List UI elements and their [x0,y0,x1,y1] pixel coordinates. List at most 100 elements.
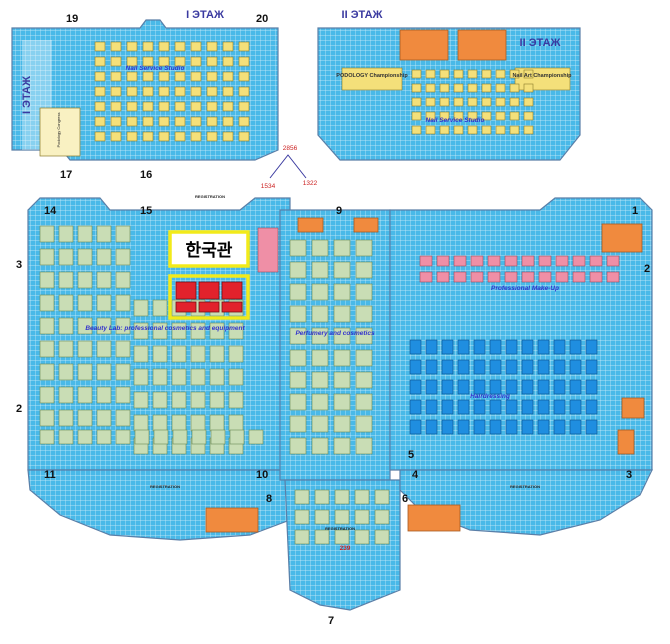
booth-blue[interactable] [425,339,438,355]
booth-yellow[interactable] [190,101,202,112]
booth-pink[interactable] [436,271,450,283]
booth-green[interactable] [152,299,168,317]
booth-blue[interactable] [441,419,454,435]
booth-blue[interactable] [537,419,550,435]
booth-yellow[interactable] [126,131,138,142]
booth-pink[interactable] [589,271,603,283]
booth-green[interactable] [39,317,55,335]
booth-yellow[interactable] [222,101,234,112]
booth-green[interactable] [355,415,373,433]
booth-yellow[interactable] [495,97,506,107]
booth-green[interactable] [133,345,149,363]
booth-pink[interactable] [555,255,569,267]
booth-yellow[interactable] [467,125,478,135]
booth-blue[interactable] [489,379,502,395]
booth-yellow[interactable] [142,41,154,52]
booth-pink[interactable] [436,255,450,267]
booth-yellow[interactable] [142,71,154,82]
booth-green[interactable] [152,322,168,340]
booth-yellow[interactable] [190,86,202,97]
booth-green[interactable] [96,363,112,381]
block-right-mid[interactable] [621,397,645,419]
booth-green[interactable] [354,529,370,545]
booth-blue[interactable] [553,419,566,435]
booth-yellow[interactable] [110,56,122,67]
booth-green[interactable] [355,261,373,279]
booth-yellow[interactable] [206,101,218,112]
booth-green[interactable] [77,271,93,289]
booth-green[interactable] [294,509,310,525]
outdoor-block-left[interactable] [205,507,259,533]
booth-green[interactable] [96,271,112,289]
booth-green[interactable] [311,261,329,279]
booth-blue[interactable] [457,339,470,355]
booth-green[interactable] [172,429,188,445]
booth-yellow[interactable] [174,71,186,82]
booth-yellow[interactable] [158,56,170,67]
booth-yellow[interactable] [206,131,218,142]
booth-green[interactable] [77,317,93,335]
booth-yellow[interactable] [126,116,138,127]
booth-pink[interactable] [504,255,518,267]
booth-green[interactable] [209,368,225,386]
booth-green[interactable] [333,283,351,301]
booth-blue[interactable] [409,339,422,355]
booth-green[interactable] [133,368,149,386]
booth-yellow[interactable] [425,97,436,107]
booth-green[interactable] [354,489,370,505]
booth-green[interactable] [355,393,373,411]
booth-yellow[interactable] [94,41,106,52]
booth-yellow[interactable] [425,125,436,135]
booth-yellow[interactable] [439,111,450,121]
booth-green[interactable] [77,340,93,358]
booth-pink[interactable] [606,271,620,283]
booth-yellow[interactable] [174,101,186,112]
booth-yellow[interactable] [238,131,250,142]
booth-green[interactable] [39,294,55,312]
booth-yellow[interactable] [126,41,138,52]
booth-green[interactable] [39,271,55,289]
booth-yellow[interactable] [222,116,234,127]
booth-green[interactable] [333,437,351,455]
booth-green[interactable] [171,368,187,386]
booth-green[interactable] [354,509,370,525]
booth-yellow[interactable] [523,125,534,135]
booth-green[interactable] [228,322,244,340]
booth-green[interactable] [96,317,112,335]
booth-blue[interactable] [473,399,486,415]
booth-green[interactable] [134,429,150,445]
booth-pink[interactable] [589,255,603,267]
booth-yellow[interactable] [126,101,138,112]
booth-green[interactable] [209,322,225,340]
korea-booth-5[interactable] [198,301,220,313]
booth-green[interactable] [152,391,168,409]
booth-pink[interactable] [555,271,569,283]
booth-yellow[interactable] [142,131,154,142]
booth-green[interactable] [355,349,373,367]
booth-blue[interactable] [505,339,518,355]
booth-yellow[interactable] [94,86,106,97]
booth-yellow[interactable] [110,131,122,142]
booth-blue[interactable] [489,419,502,435]
booth-blue[interactable] [521,399,534,415]
booth-green[interactable] [355,437,373,455]
booth-green[interactable] [77,386,93,404]
booth-green[interactable] [289,415,307,433]
booth-green[interactable] [311,305,329,323]
booth-blue[interactable] [553,379,566,395]
booth-blue[interactable] [473,339,486,355]
booth-green[interactable] [209,414,225,432]
booth-pink[interactable] [419,255,433,267]
booth-yellow[interactable] [158,101,170,112]
booth-green[interactable] [58,225,74,243]
booth-green[interactable] [355,327,373,345]
booth-blue[interactable] [409,419,422,435]
block-mid-top-left[interactable] [297,217,324,233]
booth-green[interactable] [133,299,149,317]
booth-yellow[interactable] [142,56,154,67]
booth-blue[interactable] [425,399,438,415]
booth-green[interactable] [115,225,131,243]
booth-green[interactable] [289,327,307,345]
booth-green[interactable] [355,283,373,301]
booth-blue[interactable] [521,359,534,375]
